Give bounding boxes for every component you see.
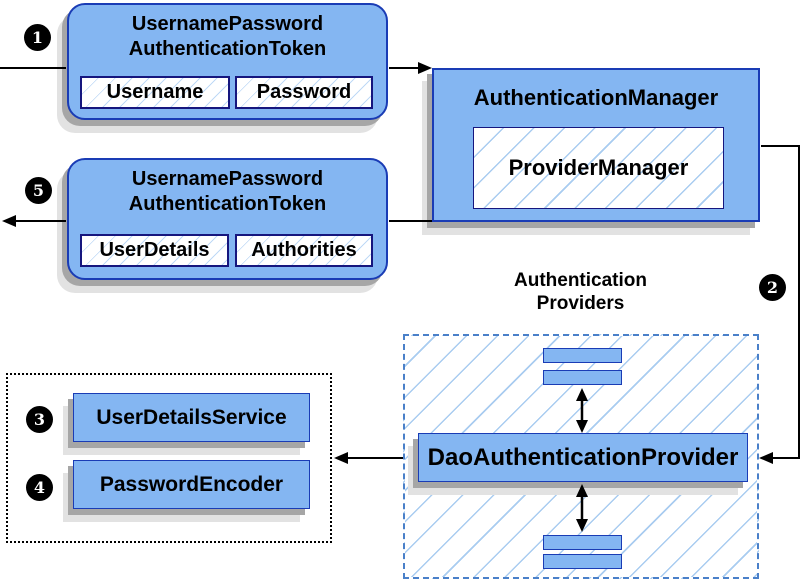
password-encoder-box: PasswordEncoder bbox=[73, 460, 310, 509]
provider-manager-label: ProviderManager bbox=[508, 155, 689, 180]
password-field: Password bbox=[235, 76, 373, 109]
password-encoder-label: PasswordEncoder bbox=[99, 472, 284, 496]
user-details-service-box: UserDetailsService bbox=[73, 393, 310, 442]
request-token-fields: Username Password bbox=[80, 76, 373, 109]
step-1-badge: 1 bbox=[24, 24, 51, 51]
provider-manager-box: ProviderManager bbox=[473, 127, 724, 209]
username-field: Username bbox=[80, 76, 230, 109]
request-token-title-line1: UsernamePassword bbox=[131, 13, 324, 35]
userdetails-field: UserDetails bbox=[80, 234, 229, 267]
dao-authentication-provider-label: DaoAuthenticationProvider bbox=[427, 443, 739, 471]
request-token-title: UsernamePassword AuthenticationToken bbox=[69, 12, 386, 62]
provider-bar-bottom-1-icon bbox=[543, 535, 622, 550]
provider-bar-top-1-icon bbox=[543, 348, 622, 363]
response-token-box: UsernamePassword AuthenticationToken Use… bbox=[67, 158, 388, 280]
response-token-title-line1: UsernamePassword bbox=[131, 168, 324, 190]
response-token-title-line2: AuthenticationToken bbox=[128, 193, 327, 215]
dao-authentication-provider-box: DaoAuthenticationProvider bbox=[418, 433, 748, 482]
step-4-badge: 4 bbox=[26, 474, 53, 501]
arrowhead-into-dao-icon bbox=[759, 452, 773, 464]
response-token-fields: UserDetails Authorities bbox=[80, 234, 373, 267]
step-3-badge: 3 bbox=[26, 406, 53, 433]
collaborators-group-box bbox=[6, 373, 332, 543]
user-details-service-label: UserDetailsService bbox=[96, 405, 287, 429]
authentication-manager-box: AuthenticationManager ProviderManager bbox=[432, 68, 760, 222]
response-token-title: UsernamePassword AuthenticationToken bbox=[69, 167, 386, 217]
authentication-manager-title: AuthenticationManager bbox=[473, 85, 719, 110]
request-token-box: UsernamePassword AuthenticationToken Use… bbox=[67, 3, 388, 120]
authentication-providers-label-line2: Providers bbox=[536, 293, 625, 314]
request-token-title-line2: AuthenticationToken bbox=[128, 38, 327, 60]
step-2-badge: 2 bbox=[759, 274, 786, 301]
provider-bar-bottom-2-icon bbox=[543, 554, 622, 569]
authentication-providers-label-line1: Authentication bbox=[514, 270, 647, 291]
provider-bar-top-2-icon bbox=[543, 370, 622, 385]
authentication-providers-label: Authentication Providers bbox=[458, 269, 703, 315]
connector-manager-to-dao bbox=[761, 145, 800, 459]
arrowhead-into-collaborators-icon bbox=[334, 452, 348, 464]
arrowhead-into-manager-icon bbox=[418, 62, 432, 74]
step-5-badge: 5 bbox=[25, 177, 52, 204]
arrowhead-response-out-icon bbox=[2, 215, 16, 227]
authorities-field: Authorities bbox=[235, 234, 373, 267]
